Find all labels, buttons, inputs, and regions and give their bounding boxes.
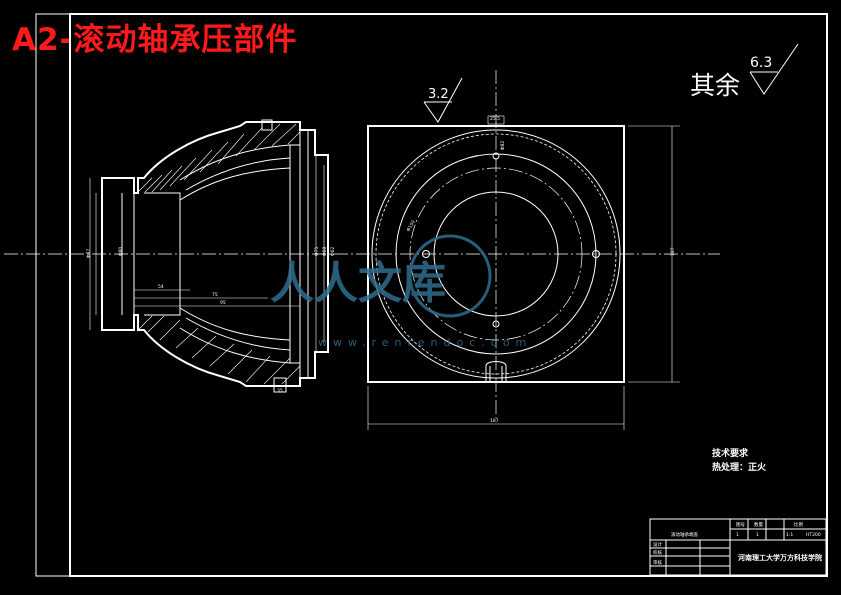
dim-75: 75 xyxy=(212,292,218,298)
tech-requirements-heading: 技术要求 xyxy=(712,447,749,459)
tb-val-1: 1 xyxy=(736,532,739,538)
watermark-logo-icon xyxy=(408,234,492,318)
tb-scale-label: 比例 xyxy=(794,521,803,528)
drawing-title: A2-滚动轴承压部件 xyxy=(12,22,298,58)
inner-frame xyxy=(69,13,828,577)
roughness-face-value: 3.2 xyxy=(428,87,449,102)
tb-quantity-label: 数量 xyxy=(754,521,763,528)
watermark: 人人文库 www.renrendoc.com xyxy=(270,234,532,349)
dim-35: 35 xyxy=(277,388,283,394)
dim-54: 54 xyxy=(158,284,164,290)
tb-scale: 1:1 xyxy=(786,532,793,538)
dim-phi80: Φ80 xyxy=(118,247,124,256)
tb-val-2: 1 xyxy=(756,532,759,538)
dim-phi87: Φ87 xyxy=(86,249,92,258)
dim-phi62: Φ62 xyxy=(330,247,336,256)
dim-25-5: 25.5 xyxy=(490,116,500,122)
tb-row-check: 校核 xyxy=(653,549,662,556)
section-view: Φ87 Φ80 Φ75 Φ68 Φ62 54 75 95 35 xyxy=(86,119,336,394)
dim-width-187: 187 xyxy=(490,418,499,424)
tb-row-approve: 审核 xyxy=(653,559,662,566)
title-block: 滚动轴承端盖 图号 数量 比例 HT200 1 1 1:1 设计 校核 审核 河… xyxy=(649,518,827,576)
square-flange xyxy=(367,125,625,383)
tb-part-name: 滚动轴承端盖 xyxy=(671,531,698,538)
dim-95: 95 xyxy=(220,300,226,306)
tb-drawing-no: 图号 xyxy=(736,522,745,528)
dim-phi75: Φ75 xyxy=(314,247,320,256)
watermark-brand: 人人文库 xyxy=(270,258,446,309)
dim-phi82: Φ82 xyxy=(500,141,506,150)
tb-row-design: 设计 xyxy=(653,541,662,548)
tb-material: HT200 xyxy=(806,532,821,538)
dim-phi150: Φ150 xyxy=(406,219,417,233)
watermark-url: www.renrendoc.com xyxy=(318,336,532,349)
roughness-symbol-face: 3.2 xyxy=(423,77,463,123)
dim-phi68: Φ68 xyxy=(322,247,328,256)
roughness-symbol-other: 6.3 xyxy=(749,43,799,95)
end-view: 187 187 Φ150 Φ82 25.5 xyxy=(367,115,680,430)
roughness-other-label: 其余 xyxy=(690,71,740,100)
roughness-other-value: 6.3 xyxy=(750,55,772,71)
tech-requirements-line: 热处理：正火 xyxy=(712,461,767,473)
dim-height-187: 187 xyxy=(670,247,676,256)
tb-school: 河南理工大学万方科技学院 xyxy=(738,553,822,562)
